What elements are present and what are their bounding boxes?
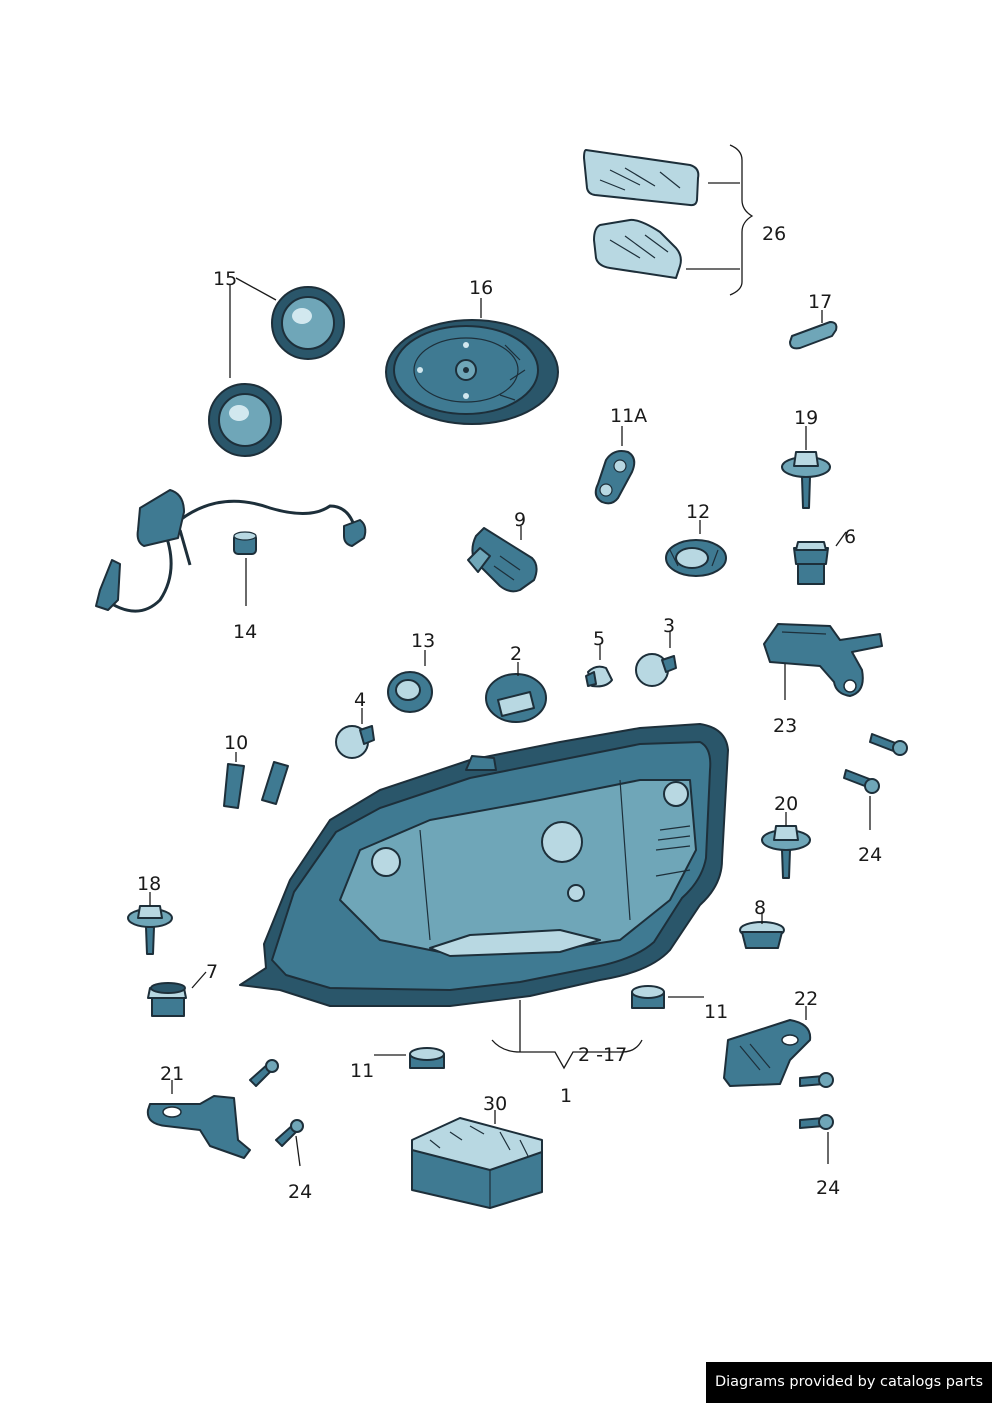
callout-8: 8 [754, 897, 766, 919]
part-24-screw-right-a [869, 733, 908, 756]
callout-6: 6 [844, 526, 856, 548]
part-24-screw-bl-b [275, 1119, 304, 1147]
part-14-wiring-harness [95, 489, 367, 613]
part-7-nut [147, 982, 187, 1017]
callout-3: 3 [663, 615, 675, 637]
part-9-adjusting-motor [467, 527, 538, 593]
callout-17: 17 [808, 291, 832, 313]
part-11-seal-left [409, 1047, 445, 1069]
callout-1: 1 [560, 1085, 572, 1107]
callout-2: 2 [510, 643, 522, 665]
part-24-screw-right-b [843, 769, 880, 794]
part-23-bracket [763, 623, 883, 697]
callout-24-br: 24 [816, 1177, 840, 1199]
part-2-bulb [485, 673, 547, 723]
callout-21: 21 [160, 1063, 184, 1085]
callout-24-bl-leader [295, 1135, 301, 1167]
callout-26: 26 [762, 223, 786, 245]
callout-14: 14 [233, 621, 257, 643]
callout-11-left: 11 [350, 1060, 374, 1082]
part-19-bolt [781, 451, 831, 509]
part-1-headlight-housing [239, 723, 729, 1007]
callout-5: 5 [593, 628, 605, 650]
part-10-bulb-sockets [223, 761, 289, 809]
callout-4: 4 [354, 689, 366, 711]
part-12-bulb-holder [665, 539, 727, 577]
callout-24-bl: 24 [288, 1181, 312, 1203]
callout-7: 7 [206, 961, 218, 983]
part-18-bolt [127, 905, 173, 955]
callout-1-leader [491, 1000, 643, 1070]
part-13-bulb-holder [387, 671, 433, 713]
callout-13: 13 [411, 630, 435, 652]
part-24-screw-br-a [799, 1072, 834, 1088]
callout-23: 23 [773, 715, 797, 737]
callout-10: 10 [224, 732, 248, 754]
callout-11A: 11A [610, 405, 647, 427]
callout-6-leader [835, 531, 847, 547]
part-26-lens-cover-bottom [593, 218, 682, 279]
credit-banner: Diagrams provided by catalogs parts [706, 1362, 992, 1403]
part-15-protective-cap-bottom [208, 383, 282, 457]
callout-19: 19 [794, 407, 818, 429]
part-30-control-unit [411, 1117, 543, 1209]
callout-9: 9 [514, 509, 526, 531]
part-21-bracket [146, 1095, 251, 1159]
callout-range: 2 -17 [578, 1044, 627, 1066]
part-24-screw-bl-a [249, 1059, 279, 1087]
callout-20: 20 [774, 793, 798, 815]
callout-24-right: 24 [858, 844, 882, 866]
part-5-bulb [585, 665, 613, 688]
callout-15: 15 [213, 268, 237, 290]
part-3-bulb [635, 653, 677, 687]
part-4-bulb [335, 725, 375, 759]
part-22-bracket [723, 1019, 812, 1087]
callout-30: 30 [483, 1093, 507, 1115]
callout-15-leader [229, 277, 277, 378]
callout-12: 12 [686, 501, 710, 523]
part-16-headlight-cover [385, 319, 559, 425]
part-26-lens-cover-top [583, 149, 700, 207]
part-20-bolt [761, 825, 811, 879]
callout-16: 16 [469, 277, 493, 299]
part-11-seal-right [631, 985, 665, 1009]
part-15-protective-cap-top [271, 286, 345, 360]
part-11A-seal [594, 450, 636, 505]
callout-11-right: 11 [704, 1001, 728, 1023]
part-8-nut [739, 921, 785, 949]
callout-18: 18 [137, 873, 161, 895]
part-24-screw-br-b [799, 1114, 834, 1130]
callout-22: 22 [794, 988, 818, 1010]
callout-26-leader [686, 144, 754, 296]
callout-7-leader [191, 971, 207, 989]
part-6-nut [793, 541, 829, 585]
part-17-clip [789, 321, 838, 350]
